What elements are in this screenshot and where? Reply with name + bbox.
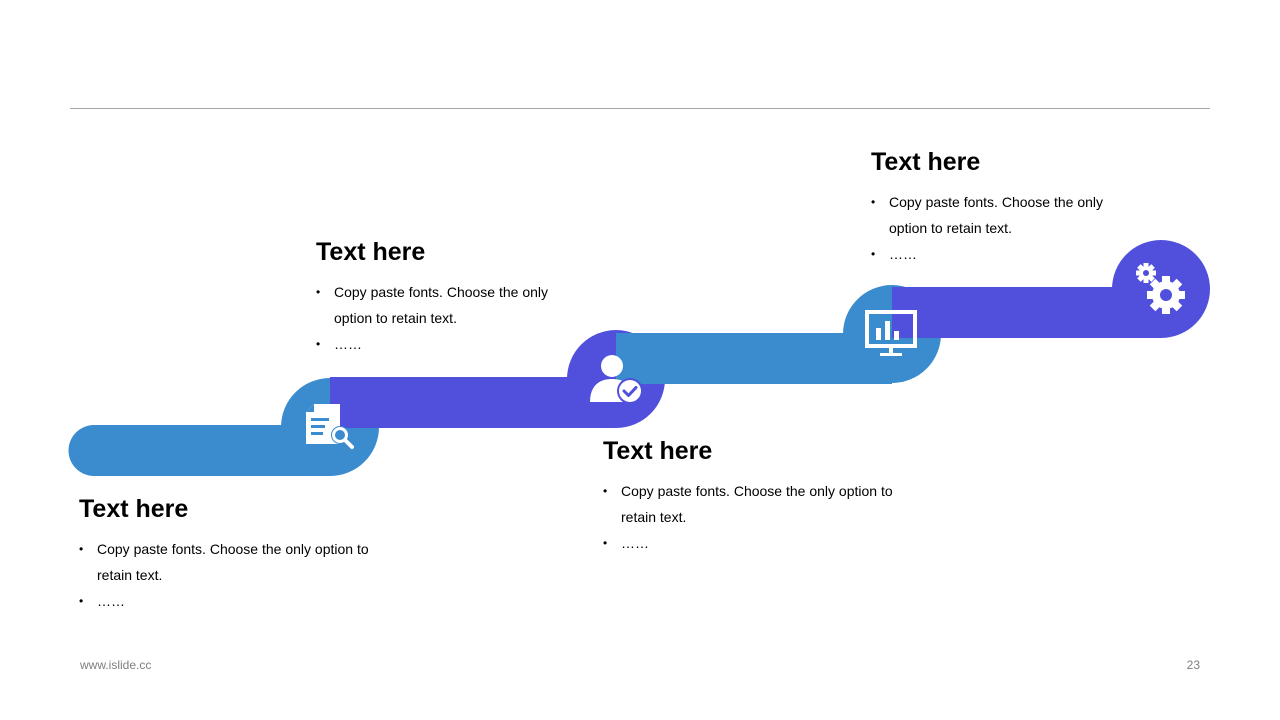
step-4-title: Text here [871, 148, 981, 176]
step-3-block: Text here • Copy paste fonts. Choose the … [603, 436, 943, 556]
bullet-item: • …… [316, 331, 616, 357]
bullet-item: • Copy paste fonts. Choose the only optio… [79, 536, 419, 588]
bullet-text: retain text. [97, 567, 163, 583]
step-2-title: Text here [316, 238, 426, 266]
document-search-icon [306, 404, 354, 449]
bullet-text: …… [334, 336, 362, 352]
header-divider [70, 108, 1210, 109]
step-2-bullets: • Copy paste fonts. Choose the only option… [316, 279, 616, 357]
step-3-band [616, 333, 892, 384]
step-1-band [68, 425, 330, 476]
footer-url: www.islide.cc [80, 658, 152, 672]
bullet-dot: • [603, 484, 608, 498]
bullet-text: Copy paste fonts. Choose the only option… [621, 483, 893, 499]
step-3-bullets: • Copy paste fonts. Choose the only optio… [603, 478, 943, 556]
presentation-chart-icon [865, 310, 917, 356]
bullet-text: option to retain text. [334, 310, 457, 326]
bullet-dot: • [603, 536, 608, 550]
bullet-dot: • [871, 195, 876, 209]
bullet-item: • …… [603, 530, 943, 556]
bullet-item: • Copy paste fonts. Choose the only optio… [603, 478, 943, 530]
bullet-text: …… [621, 535, 649, 551]
bullet-text: …… [889, 246, 917, 262]
bullet-item: • …… [79, 588, 419, 614]
bullet-dot: • [316, 285, 321, 299]
bullet-text: option to retain text. [889, 220, 1012, 236]
bullet-text: …… [97, 593, 125, 609]
step-2-block: Text here • Copy paste fonts. Choose the … [316, 237, 616, 357]
bullet-text: Copy paste fonts. Choose the only option… [97, 541, 369, 557]
step-4-block: Text here • Copy paste fonts. Choose the … [871, 147, 1171, 267]
step-3-title: Text here [603, 437, 713, 465]
step-4-bullets: • Copy paste fonts. Choose the only option… [871, 189, 1171, 267]
bullet-text: retain text. [621, 509, 687, 525]
bullet-text: Copy paste fonts. Choose the only [889, 194, 1104, 210]
bullet-item: • …… [871, 241, 1171, 267]
bullet-dot: • [871, 247, 876, 261]
page-number: 23 [1186, 658, 1200, 672]
bullet-item: • Copy paste fonts. Choose the only option… [316, 279, 616, 331]
step-1-title: Text here [79, 495, 189, 523]
bullet-dot: • [79, 594, 84, 608]
bullet-dot: • [316, 337, 321, 351]
step-1-block: Text here • Copy paste fonts. Choose the … [79, 494, 419, 614]
step-1-bullets: • Copy paste fonts. Choose the only optio… [79, 536, 419, 614]
bullet-text: Copy paste fonts. Choose the only [334, 284, 549, 300]
user-check-icon [590, 355, 643, 404]
gears-icon [1136, 263, 1185, 314]
bullet-dot: • [79, 542, 84, 556]
bullet-item: • Copy paste fonts. Choose the only option… [871, 189, 1171, 241]
